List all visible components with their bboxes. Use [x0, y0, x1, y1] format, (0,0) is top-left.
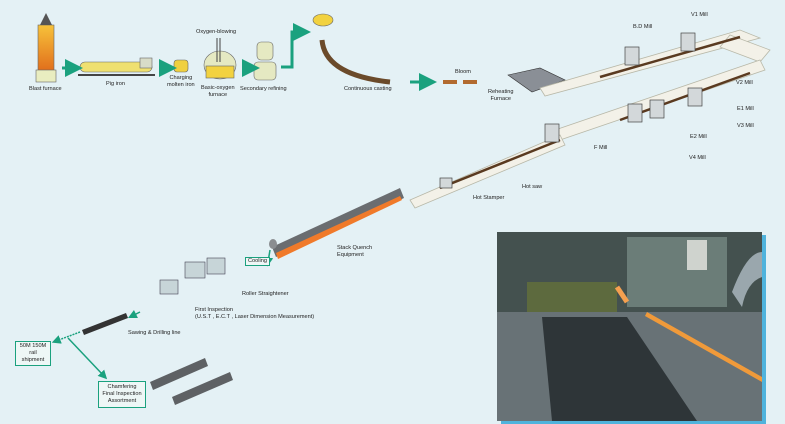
label-hot-stamper: Hot Stamper [473, 195, 505, 201]
label-line: Basic-oxygen [201, 85, 235, 91]
label-continuous-casting: Continuous casting [344, 86, 392, 92]
label-e1-mill: E1 Mill [737, 106, 754, 112]
straightener-icon [159, 257, 226, 295]
label-bd-mill: B.D Mill [633, 24, 653, 30]
label-line: Charging [169, 75, 193, 81]
label-line: (U.S.T , E.C.T , Laser Dimension Measure… [195, 314, 315, 320]
continuous-caster-icon [312, 13, 391, 85]
sawing-line-icon [82, 313, 128, 335]
label-f-mill: F Mill [594, 145, 608, 151]
basic-oxygen-furnace-icon [203, 38, 237, 80]
label-roller-straightener: Roller Straightener [242, 291, 289, 297]
label-secondary-refining: Secondary refining [240, 86, 287, 92]
blast-furnace-icon [35, 13, 57, 83]
finishing-arrows [51, 249, 274, 380]
label-line: 50M 150M [19, 343, 47, 349]
label-line: Stack Quench [337, 245, 373, 251]
label-v3-mill: V3 Mill [737, 123, 754, 129]
label-blast-furnace: Blast furnace [29, 86, 62, 92]
mill-photo-image [497, 232, 762, 421]
cooling-box: Cooling [245, 257, 270, 266]
label-line: First Inspection [195, 307, 233, 313]
label-line: molten iron [167, 82, 195, 88]
label-line: furnace [208, 92, 228, 98]
label-sawing-drilling: Sawing & Drilling line [128, 330, 181, 336]
label-oxygen-blowing: Oxygen-blowing [196, 29, 237, 35]
label-hot-saw: Hot saw [522, 184, 543, 190]
flow-arrows [62, 23, 437, 91]
label-v4-mill: V4 Mill [689, 155, 706, 161]
label-v1-mill: V1 Mill [691, 12, 708, 18]
label-line: Equipment [337, 252, 364, 258]
mill-stands-icon [439, 32, 703, 189]
ladle-icon [173, 59, 189, 73]
bloom-icon [443, 80, 477, 84]
label-line: Furnace [490, 96, 512, 102]
label-line: Chamfering [107, 384, 137, 390]
roller-tables [409, 29, 771, 209]
label-e2-mill: E2 Mill [690, 134, 707, 140]
label-bloom: Bloom [455, 69, 471, 75]
rail-mill-photo [497, 232, 762, 421]
label-first-inspection: First Inspection(U.S.T , E.C.T , Laser D… [195, 307, 314, 321]
label-v2-mill: V2 Mill [736, 80, 753, 86]
pig-iron-car-icon [78, 57, 155, 76]
label-line: Reheating [488, 89, 514, 95]
secondary-refining-icon [253, 41, 277, 81]
reheating-furnace-icon [507, 67, 566, 93]
rail-bundles-icon [150, 358, 233, 405]
stack-quench-icon [269, 188, 404, 259]
rail-bars [439, 35, 751, 190]
label-line: Final Inspection [102, 391, 142, 397]
label-line: rail shipment [21, 350, 45, 363]
label-pig-iron: Pig iron [106, 81, 125, 87]
label-line: Assortment [107, 398, 137, 404]
